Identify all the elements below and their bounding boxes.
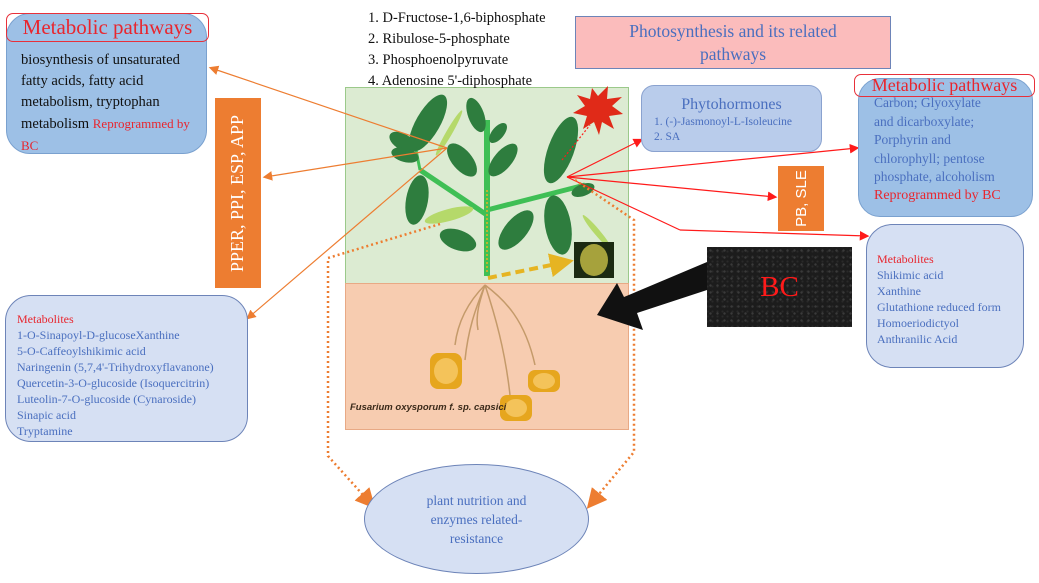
metabolic-pathways-right-title: Metabolic pathways [854, 74, 1035, 97]
compound-item: 1. D-Fructose-1,6-biphosphate [368, 10, 546, 26]
lesion-spot [580, 244, 608, 276]
photosynthesis-title-line1: Photosynthesis and its related [629, 21, 837, 41]
compound-item: 3. Phosphoenolpyruvate [368, 52, 509, 68]
infection-path-arrow [487, 253, 574, 280]
biochar-arrow [597, 262, 707, 330]
metabolite-item: Glutathione reduced form [877, 300, 1001, 314]
metabolic-pathways-left-box: Metabolic pathways biosynthesis of unsat… [6, 13, 209, 157]
enzymes-right-label: PB, SLE [778, 166, 824, 231]
plant-roots [454, 284, 536, 396]
metabolites-left-box: Metabolites 1-O-Sinapoyl-D-glucoseXanthi… [5, 295, 248, 442]
biochar-label: BC [760, 270, 799, 303]
metabolite-item: Quercetin-3-O-glucoside (Isoquercitrin) [17, 376, 210, 390]
pathway-line: chlorophyll; pentose [874, 150, 985, 166]
metabolite-item: Homoeriodictyol [877, 316, 959, 330]
phytohormone-item: 1. (-)-Jasmonoyl-L-Isoleucine [654, 116, 792, 128]
metabolites-right-box: Metabolites Shikimic acid Xanthine Gluta… [866, 224, 1024, 368]
metabolic-pathways-right-box: Metabolic pathways Carbon; Glyoxylate an… [854, 74, 1035, 217]
reprogrammed-note: Reprogrammed by BC [874, 187, 1001, 203]
metabolite-item: Sinapic acid [17, 408, 76, 422]
enzymes-right-text: PB, SLE [792, 170, 810, 227]
phytohormone-item: 2. SA [654, 131, 681, 143]
stress-burst-icon [573, 86, 623, 135]
metabolite-item: 5-O-Caffeoylshikimic acid [17, 344, 146, 358]
red-arrows-right [561, 124, 870, 241]
phytohormones-box: Phytohormones 1. (-)-Jasmonoyl-L-Isoleuc… [641, 85, 822, 152]
plant-leaves [389, 94, 595, 255]
metabolite-item: Luteolin-7-O-glucoside (Cynaroside) [17, 392, 196, 406]
reprogrammed-note: Reprogrammed by BC [21, 116, 190, 153]
pathway-line: Carbon; Glyoxylate [874, 95, 981, 110]
biochar-image: BC [707, 247, 852, 327]
pathway-line: and dicarboxylate; [874, 113, 975, 129]
metabolic-pathways-right-body: Carbon; Glyoxylate and dicarboxylate; Po… [874, 94, 1034, 205]
pathogen-label: Fusarium oxysporum f. sp. capsici [350, 402, 507, 413]
orange-arrows-left [208, 65, 448, 320]
metabolite-item: Tryptamine [17, 424, 73, 438]
orange-dotted-arrows [326, 178, 636, 509]
metabolic-pathways-left-text: biosynthesis of unsaturated fatty acids,… [21, 52, 180, 132]
photosynthesis-title-line2: pathways [699, 44, 767, 64]
enzymes-left-text: PPER, PPI, ESP, APP [227, 114, 248, 272]
compound-item: 2. Ribulose-5-phosphate [368, 31, 510, 47]
outcome-text: plant nutrition and enzymes related-resi… [426, 492, 527, 546]
compound-item: 4. Adenosine 5'-diphosphate [368, 73, 533, 89]
plant-root-soil-panel [345, 283, 629, 430]
pathway-line: phosphate, alcoholism [874, 169, 995, 184]
metabolites-left-title: Metabolites [17, 312, 74, 326]
metabolic-pathways-left-body: biosynthesis of unsaturated fatty acids,… [21, 50, 203, 157]
metabolite-item: 1-O-Sinapoyl-D-glucoseXanthine [17, 328, 180, 342]
pathway-line: Porphyrin and [874, 132, 951, 147]
metabolic-pathways-left-title: Metabolic pathways [6, 13, 209, 42]
metabolite-item: Anthranilic Acid [877, 332, 958, 346]
infected-leaves [424, 110, 612, 249]
metabolite-item: Naringenin (5,7,4'-Trihydroxyflavanone) [17, 360, 214, 374]
metabolite-item: Xanthine [877, 284, 921, 298]
metabolites-right-title: Metabolites [877, 252, 934, 266]
outcome-ellipse: plant nutrition and enzymes related-resi… [364, 464, 589, 574]
photosynthesis-box: Photosynthesis and its related pathways [575, 16, 891, 69]
metabolite-item: Shikimic acid [877, 268, 944, 282]
fusarium-spores [430, 353, 560, 421]
phytohormones-title: Phytohormones [681, 96, 782, 113]
photosynthesis-compounds-list: 1. D-Fructose-1,6-biphosphate 2. Ribulos… [368, 8, 546, 92]
enzymes-left-label: PPER, PPI, ESP, APP [215, 98, 261, 288]
